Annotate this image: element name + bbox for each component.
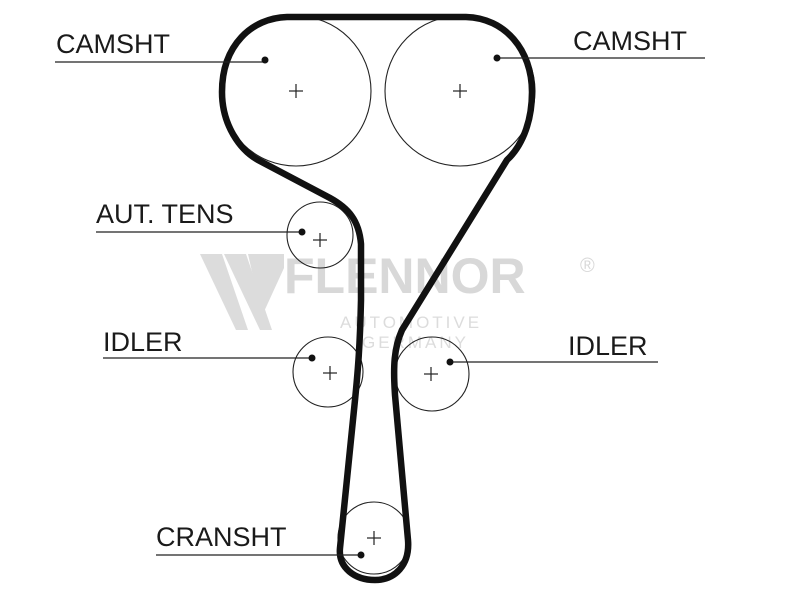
label-crankshaft-text: CRANSHT	[156, 522, 287, 552]
label-idler-right: IDLER	[446, 331, 658, 366]
leader-dot	[261, 56, 269, 64]
watermark-brand: FLENNOR	[284, 248, 526, 304]
leader-dot	[298, 228, 306, 236]
label-auto-tensioner: AUT. TENS	[96, 199, 306, 236]
label-auto-tensioner-text: AUT. TENS	[96, 199, 234, 229]
leader-dot	[357, 551, 365, 559]
label-camshaft-right-text: CAMSHT	[573, 26, 687, 56]
idler-pulley-left	[292, 336, 364, 408]
label-camshaft-left: CAMSHT	[55, 29, 269, 64]
label-idler-right-text: IDLER	[568, 331, 648, 361]
leader-dot	[446, 358, 454, 366]
leader-dot	[493, 54, 501, 62]
auto-tensioner-pulley	[286, 201, 354, 269]
crankshaft-pulley	[337, 501, 411, 575]
label-camshaft-right: CAMSHT	[493, 26, 705, 62]
watermark-logo-icon	[200, 254, 284, 330]
watermark-registered-mark: ®	[580, 255, 595, 277]
timing-belt	[218, 13, 536, 584]
watermark-line-2: GERMANY	[362, 333, 469, 352]
leader-dot	[308, 354, 316, 362]
label-idler-left-text: IDLER	[103, 327, 183, 357]
label-crankshaft: CRANSHT	[156, 522, 365, 559]
label-idler-left: IDLER	[103, 327, 316, 362]
label-camshaft-left-text: CAMSHT	[56, 29, 170, 59]
